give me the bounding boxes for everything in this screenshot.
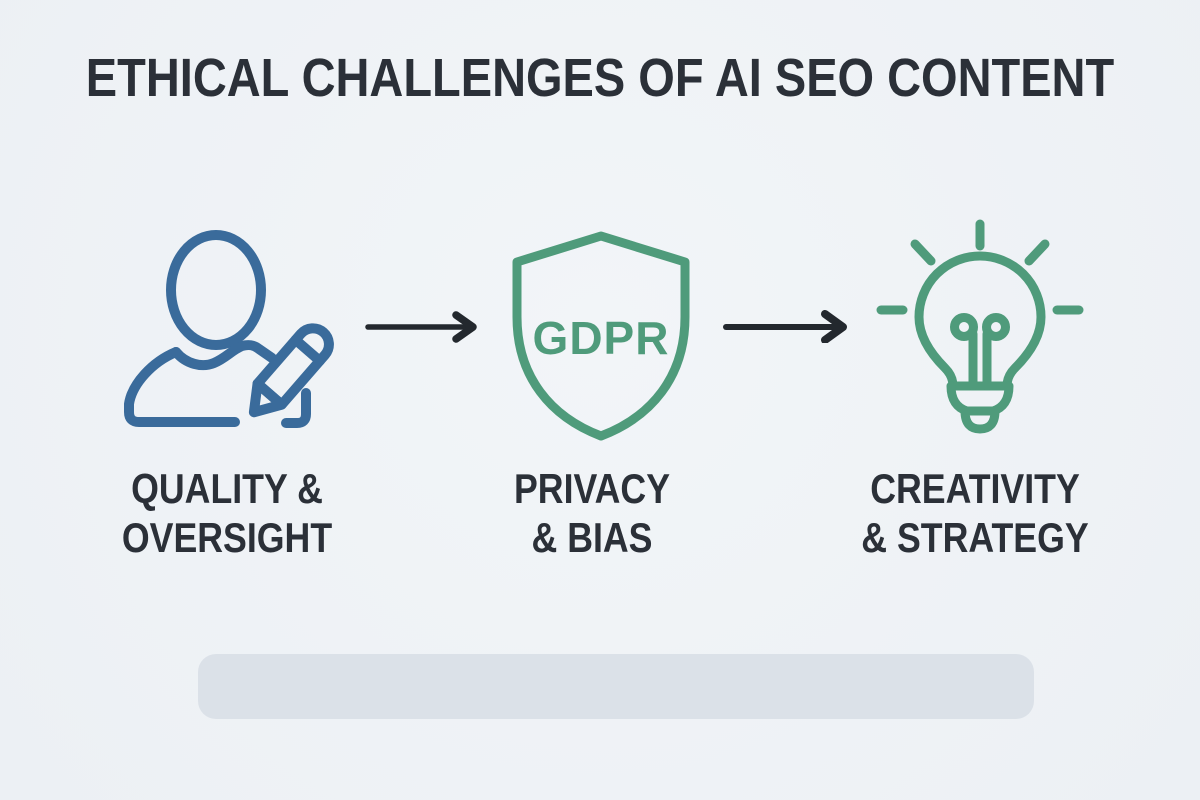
arrow-head xyxy=(452,311,477,343)
step-label-line: PRIVACY xyxy=(513,465,671,512)
bulb-filament-left-loop xyxy=(950,313,978,341)
step-label-line: OVERSIGHT xyxy=(121,514,333,561)
pencil-eraser-line xyxy=(290,334,325,366)
pencil-shape xyxy=(248,323,334,418)
person-head-shape xyxy=(166,230,266,350)
bulb-ray-upper-right xyxy=(1024,239,1050,266)
person-collar-shape xyxy=(171,340,277,371)
footer-placeholder-bar xyxy=(198,654,1034,719)
bulb-filament-right-loop xyxy=(982,313,1010,341)
bulb-base-shape xyxy=(946,381,1014,416)
arrow-right-icon xyxy=(365,311,477,343)
bulb-base-cap-shape xyxy=(960,406,1000,434)
shield-badge-text: GDPR xyxy=(533,312,670,364)
person-body-shape xyxy=(124,347,240,427)
step-label-line: & BIAS xyxy=(531,514,653,561)
step-label-quality-oversight: QUALITY & OVERSIGHT xyxy=(100,464,355,562)
arrow-right-icon xyxy=(723,310,847,343)
gdpr-shield-icon: GDPR xyxy=(512,231,690,441)
step-label-creativity-strategy: CREATIVITY & STRATEGY xyxy=(848,464,1103,562)
step-label-line: CREATIVITY xyxy=(870,465,1080,512)
step-label-privacy-bias: PRIVACY & BIAS xyxy=(465,464,720,562)
lightbulb-icon xyxy=(876,219,1084,434)
page-title: ETHICAL CHALLENGES OF AI SEO CONTENT xyxy=(85,48,1115,108)
person-writing-icon xyxy=(124,230,334,428)
person-hand-shape xyxy=(281,388,311,428)
pencil-tip-shape xyxy=(248,378,287,418)
shield-outline-shape xyxy=(512,231,690,441)
step-label-line: & STRATEGY xyxy=(861,514,1089,561)
arrow-head xyxy=(821,310,847,343)
pencil-body-shape xyxy=(252,323,334,410)
bulb-ray-upper-left xyxy=(910,239,936,266)
bulb-globe-shape xyxy=(914,251,1046,391)
step-label-line: QUALITY & xyxy=(131,465,323,512)
